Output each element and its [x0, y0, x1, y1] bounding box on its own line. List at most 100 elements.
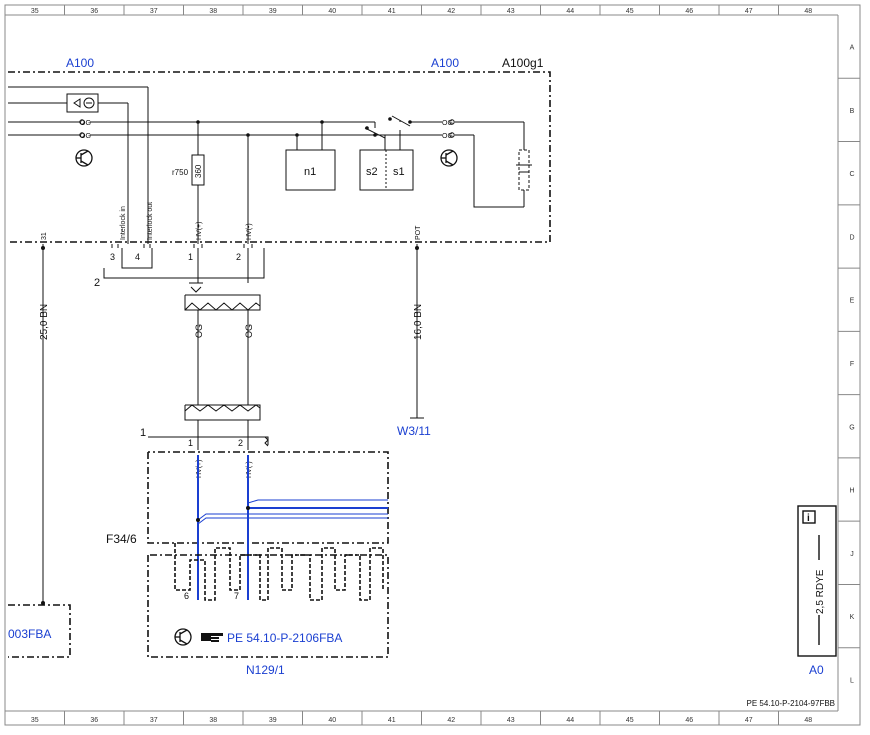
f34-6-label: F34/6 [106, 532, 137, 546]
column-label: 36 [90, 8, 98, 15]
s1-label: s1 [393, 166, 405, 178]
transistor-icon-left [75, 149, 93, 167]
column-label: 44 [566, 8, 574, 15]
info-icon[interactable]: i [807, 513, 810, 524]
column-label: 43 [507, 717, 515, 724]
wire-25bn-label: 25,0 BN [39, 304, 50, 340]
column-label: 40 [328, 8, 336, 15]
column-label: 47 [745, 8, 753, 15]
pin-7: 7 [234, 591, 239, 601]
a100-outline [8, 71, 551, 243]
a100-label-right: A100 [431, 56, 459, 70]
junction-dots [196, 120, 324, 137]
fba-box-outline [8, 604, 71, 658]
column-label: 35 [31, 717, 39, 724]
column-label: 47 [745, 717, 753, 724]
pin-2: 2 [236, 252, 241, 262]
lower-hv-minus: HV(-) [246, 461, 253, 478]
column-label: 37 [150, 717, 158, 724]
battery-symbol [516, 149, 532, 191]
column-label: 46 [685, 717, 693, 724]
column-label: 48 [804, 717, 812, 724]
n1-component [285, 122, 336, 191]
column-label: 35 [31, 8, 39, 15]
pin-3: 3 [110, 252, 115, 262]
column-label: 48 [804, 8, 812, 15]
wire-16bn-label: 16,0 BN [413, 304, 424, 340]
a100g1-label: A100g1 [502, 56, 544, 70]
row-label: A [850, 45, 855, 52]
a100-label-left: A100 [66, 56, 94, 70]
hv-cable-og-1: OG [194, 324, 204, 338]
column-label: 38 [209, 8, 217, 15]
row-label: E [850, 298, 855, 305]
row-label: L [850, 677, 854, 684]
row-label: H [849, 488, 854, 495]
row-label: K [850, 614, 855, 621]
n129-1-label: N129/1 [246, 663, 285, 677]
bundle-1-label: 1 [140, 427, 146, 439]
column-label: 45 [626, 8, 634, 15]
resistor-value: 360 [194, 164, 203, 178]
wire-rdye-label: 2,5 RDYE [815, 569, 826, 614]
row-label: F [850, 361, 854, 368]
column-label: 39 [269, 8, 277, 15]
column-label: 41 [388, 8, 396, 15]
og-left-1: OG [80, 120, 91, 127]
drawing-frame [4, 4, 861, 726]
column-label: 41 [388, 717, 396, 724]
interlock-symbol [66, 87, 149, 244]
pe-reference-link[interactable]: PE 54.10-P-2106FBA [227, 631, 342, 645]
a0-label: A0 [809, 663, 824, 677]
right-og-connectors [449, 119, 455, 138]
resistor-name: r750 [172, 168, 189, 177]
pin31-label: 31 [41, 232, 48, 240]
og-right-2: OG [442, 133, 453, 140]
footer-code: PE 54.10-P-2104-97FBB [747, 699, 836, 708]
pin-1: 1 [188, 252, 193, 262]
n129-1-outline [147, 554, 389, 658]
transistor-icon-lower [174, 628, 192, 646]
fba-left-label: 003FBA [8, 627, 51, 641]
column-label: 39 [269, 717, 277, 724]
hv-cable-og-2: OG [244, 324, 254, 338]
interlock-in-label: Interlock in [120, 206, 127, 240]
row-label: D [849, 234, 854, 241]
row-labels: A B C D E F G H J K L [849, 45, 854, 685]
row-label: G [849, 424, 854, 431]
lower-pin-1: 1 [188, 438, 193, 448]
shield-symbol-lower [148, 404, 269, 450]
lower-hv-plus: HV(+) [196, 460, 203, 478]
hv-minus-label: HV(-) [246, 223, 253, 240]
hv-plus-branch [191, 122, 249, 244]
wire-31-end-node [41, 601, 45, 605]
hv-plus-label: HV(+) [196, 222, 203, 240]
column-label: 46 [685, 8, 693, 15]
pot-wire [410, 244, 424, 419]
hand-pointer-icon [201, 633, 223, 642]
internal-bus-lines [8, 86, 525, 208]
column-label: 44 [566, 717, 574, 724]
f34-6-outline [147, 451, 389, 544]
column-label: 42 [447, 717, 455, 724]
column-label: 42 [447, 8, 455, 15]
bundle-2-label: 2 [94, 277, 100, 289]
column-label: 38 [209, 717, 217, 724]
wire-31-node [41, 246, 45, 250]
a0-box [797, 505, 837, 657]
row-label: B [850, 108, 855, 115]
column-label: 40 [328, 717, 336, 724]
pin-6: 6 [184, 591, 189, 601]
row-label: C [849, 171, 854, 178]
switch-s2-s1 [359, 115, 414, 191]
interlock-out-label: Interlock out [147, 202, 154, 240]
left-og-connectors [79, 119, 85, 138]
row-label: J [850, 551, 854, 558]
row-ticks [838, 77, 860, 649]
og-left-2: OG [80, 133, 91, 140]
column-label: 37 [150, 8, 158, 15]
s2-label: s2 [366, 166, 378, 178]
